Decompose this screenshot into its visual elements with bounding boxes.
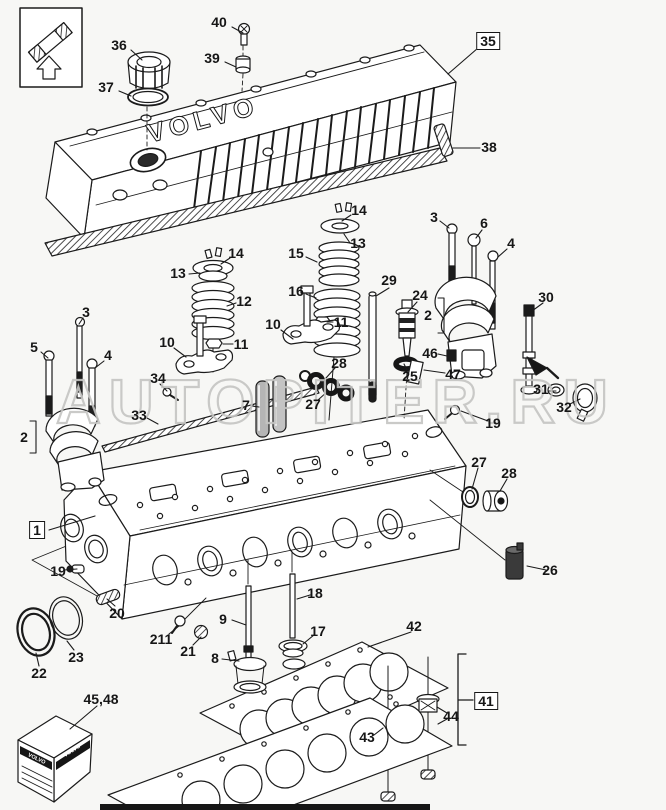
pushrod-injector-drawing (368, 291, 419, 421)
cover-gasket-drawing (44, 123, 454, 257)
right-valve-spring-drawing (282, 202, 361, 421)
right-side-small-parts (406, 304, 598, 422)
left-valve-spring-drawing (175, 247, 235, 375)
guides-and-seals-drawing (101, 370, 355, 453)
leader-lines (29, 26, 581, 736)
head-gasket-drawings (100, 641, 474, 810)
lower-left-small-parts (16, 564, 209, 657)
plug-and-cap-drawings (461, 486, 524, 580)
orientation-symbol (19, 7, 83, 88)
cylinder-head-drawing (60, 409, 506, 621)
valve-cover-drawing: VOLVO (45, 44, 457, 239)
left-rocker-pedestal-drawing (43, 316, 105, 492)
valve-drawings (227, 551, 308, 694)
parts-crate-drawing: VOLVO VOLVO (17, 715, 93, 803)
oil-cap-drawing (127, 22, 251, 151)
right-rocker-pedestal-drawing (434, 223, 499, 380)
